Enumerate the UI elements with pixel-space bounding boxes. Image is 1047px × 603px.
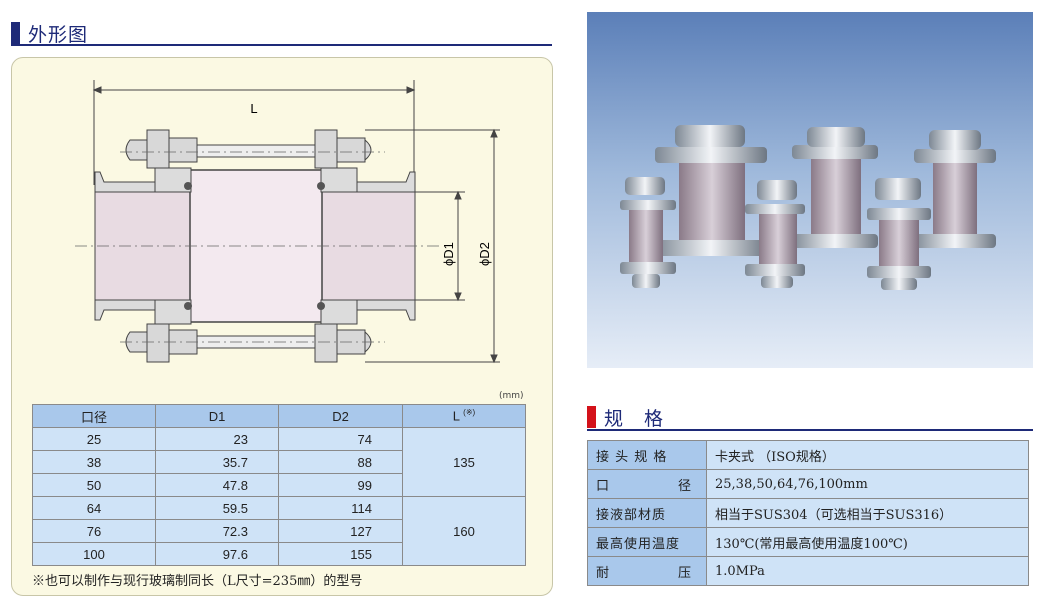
sight-glass-small-right [867,178,931,290]
spec-key: 接液部材质 [587,498,707,528]
cell-d2: 155 [278,542,403,566]
table-row: 耐压 1.0MPa [587,556,1029,586]
cell-d2: 74 [278,427,403,451]
dimension-table-header: 口径 D1 D2 L (※) [32,404,526,428]
spec-key-part: 压 [677,565,692,581]
cell-l-group2: 160 [402,496,526,566]
cell-size: 25 [32,427,156,451]
cell-d1: 35.7 [155,450,279,474]
col-header-l-text: L [452,408,460,424]
col-header-l-note: (※) [463,408,476,418]
spec-value: 130℃(常用最高使用温度100℃) [706,527,1029,557]
dim-l-label: L [250,101,257,116]
cell-d1: 47.8 [155,473,279,497]
gasket-dots [184,182,325,310]
flanges [94,167,416,325]
cell-l-group1: 135 [402,427,526,497]
spec-value: 25,38,50,64,76,100mm [706,469,1029,499]
spec-key-part: 口 [596,478,611,494]
table-row: 38 35.7 88 [32,450,526,474]
cell-size: 50 [32,473,156,497]
title-bar-marker [11,22,20,44]
table-row: 口径 25,38,50,64,76,100mm [587,469,1029,499]
dimension-table: 口径 D1 D2 L (※) 25 23 74 135 38 35.7 88 5… [32,404,526,566]
cell-size: 100 [32,542,156,566]
center-lines [75,151,440,343]
table-row: 100 97.6 155 [32,542,526,566]
spec-key: 耐压 [587,556,707,586]
dim-d2-label: ϕD2 [477,242,492,266]
cell-d2: 127 [278,519,403,543]
title-underline [587,429,1033,431]
cell-d2: 114 [278,496,403,520]
col-header-l: L (※) [402,404,526,428]
sight-glass-large-left [655,125,767,256]
cell-d1: 97.6 [155,542,279,566]
dimension-d1 [415,190,465,302]
bottom-bolt-assembly [125,323,372,363]
sight-glass-small-left [620,177,676,288]
top-bolt-assembly [125,129,372,169]
dim-d1-label: ϕD1 [441,242,456,266]
outline-section-title: 外形图 [11,20,552,46]
sight-glass-illustration [620,125,996,290]
cell-d1: 59.5 [155,496,279,520]
spec-key-part: 耐 [596,565,611,581]
spec-key: 最高使用温度 [587,527,707,557]
spec-key: 接 头 规 格 [587,440,707,470]
col-header-d1: D1 [155,404,279,428]
spec-title-text: 规 格 [604,407,665,430]
spec-key-part: 径 [677,478,692,494]
cell-d2: 88 [278,450,403,474]
dimension-d2 [365,128,500,364]
table-row: 接 头 规 格 卡夹式 （ISO规格） [587,440,1029,470]
col-header-size: 口径 [32,404,156,428]
col-header-d2: D2 [278,404,403,428]
outline-drawing: L [75,80,500,364]
dimension-l [92,80,416,185]
title-bar-marker [587,406,596,428]
table-row: 76 72.3 127 [32,519,526,543]
table-row: 64 59.5 114 160 [32,496,526,566]
spec-value: 卡夹式 （ISO规格） [706,440,1029,470]
table-row: 最高使用温度 130℃(常用最高使用温度100℃) [587,527,1029,557]
cell-size: 64 [32,496,156,520]
spec-value: 相当于SUS304（可选相当于SUS316） [706,498,1029,528]
sight-glass-small-center [745,180,805,288]
spec-key: 口径 [587,469,707,499]
cell-d1: 23 [155,427,279,451]
table-row: 接液部材质 相当于SUS304（可选相当于SUS316） [587,498,1029,528]
sight-glass-large-center [792,127,878,248]
outline-title-text: 外形图 [28,23,89,46]
cell-d1: 72.3 [155,519,279,543]
cell-size: 38 [32,450,156,474]
spec-section-title: 规 格 [587,404,1033,431]
cell-d2: 99 [278,473,403,497]
sight-glass-large-right [914,130,996,248]
product-photo [587,12,1033,368]
table-row: 25 23 74 135 [32,427,526,497]
spec-table: 接 头 规 格 卡夹式 （ISO规格） 口径 25,38,50,64,76,10… [587,440,1029,586]
cell-size: 76 [32,519,156,543]
title-underline [11,44,552,46]
footnote: ※也可以制作与现行玻璃制同长（L尺寸=235㎜）的型号 [32,574,363,589]
spec-value: 1.0MPa [706,556,1029,586]
unit-label: (mm) [499,391,524,401]
